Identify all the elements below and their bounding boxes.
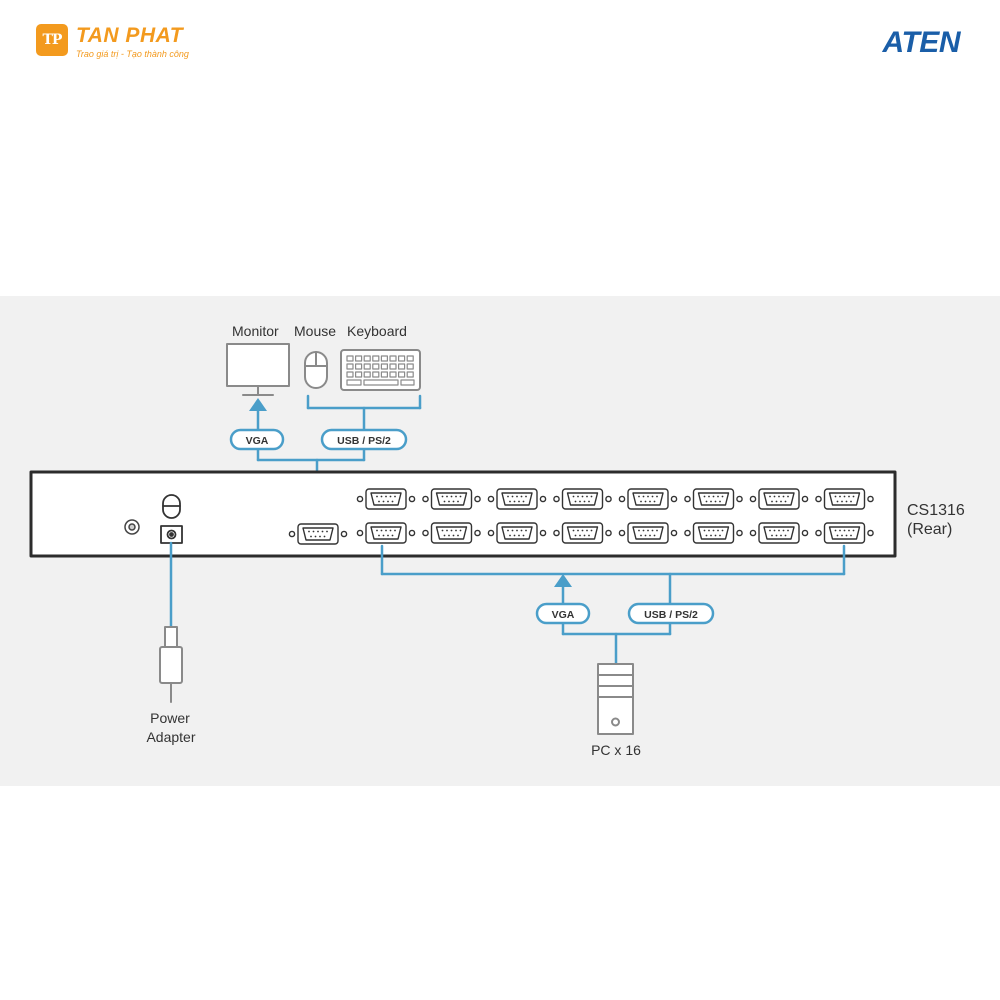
pc-port-5-icon: [618, 488, 678, 510]
mouse-label: Mouse: [294, 323, 336, 339]
pc-usb-pill: [627, 602, 715, 625]
device-model-label: CS1316: [907, 502, 965, 519]
monitor-arrow-icon: [249, 398, 267, 411]
console-vga-port-icon: [288, 523, 348, 545]
console-usb-pill: [320, 428, 408, 451]
pc-port-3-icon: [487, 488, 547, 510]
power-switch-icon: [162, 494, 181, 519]
pc-cable-lines: [380, 544, 846, 666]
pc-port-12-icon: [553, 522, 612, 544]
tanphat-logo-name: TAN PHAT: [76, 24, 184, 47]
pc-port-14-icon: [684, 522, 743, 544]
pc-port-2-icon: [422, 488, 481, 510]
pc-port-9-icon: [356, 522, 416, 544]
pc-port-11-icon: [487, 522, 547, 544]
pc-port-7-icon: [749, 488, 809, 510]
pc-usb-label: USB / PS/2: [644, 609, 698, 621]
monitor-label: Monitor: [232, 323, 279, 339]
console-vga-pill: [229, 428, 285, 451]
pc-port-10-icon: [422, 522, 481, 544]
monitor-icon: [226, 343, 290, 396]
console-cable-lines: [256, 394, 422, 523]
tanphat-logo-tagline: Trao giá trị - Tạo thành công: [76, 49, 189, 59]
pc-ports: [356, 488, 874, 544]
tanphat-logo: TP TAN PHAT Trao giá trị - Tạo thành côn…: [36, 24, 206, 60]
power-jack-icon: [160, 525, 183, 544]
ground-screw-icon: [124, 519, 140, 535]
pc-port-13-icon: [618, 522, 678, 544]
pc-port-6-icon: [684, 488, 743, 510]
tanphat-logo-mark: TP: [36, 24, 68, 56]
pc-port-1-icon: [356, 488, 416, 510]
pc-label: PC x 16: [591, 742, 641, 758]
pc-port-16-icon: [815, 522, 874, 544]
keyboard-keys: [346, 355, 415, 386]
pc-port-15-icon: [749, 522, 809, 544]
keyboard-label: Keyboard: [347, 323, 407, 339]
pc-vga-label: VGA: [552, 609, 575, 621]
device-view-label: (Rear): [907, 521, 952, 538]
console-usb-label: USB / PS/2: [337, 435, 391, 447]
pc-tower-icon: [597, 663, 634, 735]
mouse-icon: [304, 351, 328, 389]
console-vga-connector: [288, 523, 348, 545]
pc-port-4-icon: [553, 488, 612, 510]
kvm-arrow-icon: [554, 574, 572, 587]
aten-logo: ATEN: [882, 26, 961, 59]
power-adapter-label-line2: Adapter: [146, 729, 195, 745]
power-adapter-label-line1: Power: [150, 710, 190, 726]
pc-port-8-icon: [815, 488, 874, 510]
pc-vga-pill: [535, 602, 591, 625]
console-vga-label: VGA: [246, 435, 269, 447]
power-adapter-icon: [159, 626, 183, 703]
